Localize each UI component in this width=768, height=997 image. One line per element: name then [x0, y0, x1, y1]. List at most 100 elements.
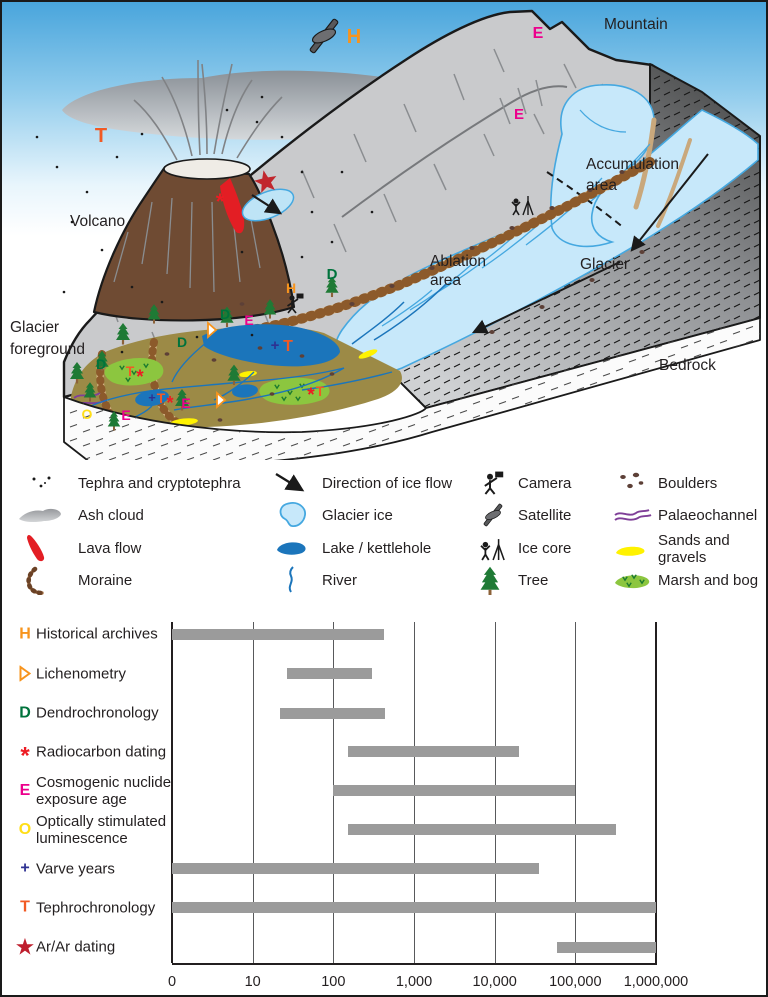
row-label: *Radiocarbon dating: [14, 743, 172, 768]
range-bar: [347, 746, 519, 757]
label-ablation-area: Ablation: [430, 253, 486, 270]
marker-O: O: [82, 406, 93, 422]
range-bar: [172, 863, 539, 874]
row-label: ★Ar/Ar dating: [14, 937, 172, 957]
range-bar: [280, 707, 386, 719]
gridline-10: [252, 622, 254, 963]
tephra-dots: [35, 95, 374, 354]
boulders-icon: [610, 470, 658, 496]
marker-E: E: [121, 407, 130, 423]
marker-T: T: [283, 338, 293, 355]
method-symbol: H: [19, 625, 31, 642]
marker-H: H: [347, 26, 361, 48]
lava-flow: [220, 178, 245, 234]
eruption-plume: [133, 59, 283, 161]
x-tick-label: 100,000: [549, 974, 602, 990]
sands-gravels-icon: [610, 536, 658, 562]
method-symbol: T: [20, 898, 30, 916]
marker-E: E: [533, 25, 544, 42]
marker-E: E: [181, 395, 190, 411]
marker-E: E: [514, 106, 524, 123]
glacial-landscape-illustration: Mountain Volcano Glacier foreground Accu…: [2, 2, 766, 460]
method-symbol: +: [20, 859, 30, 877]
legend-item-moraine: Moraine: [16, 564, 132, 596]
mountain-inner-ridge: [341, 85, 568, 218]
method-name: Ar/Ar dating: [36, 938, 116, 956]
ice-core-icon: [476, 533, 518, 563]
legend-item-boulders: Boulders: [610, 467, 717, 499]
marker-D: D: [220, 306, 230, 322]
method-symbol: E: [19, 781, 31, 799]
gridline-100,000: [575, 622, 577, 963]
camera-icon: [476, 468, 518, 498]
volcano-streaks: [113, 197, 261, 293]
x-tick-label: 100: [321, 974, 346, 990]
marker-D: D: [327, 266, 338, 283]
lava-flow-icon: [16, 533, 78, 563]
tephra-dots-icon: [16, 470, 78, 496]
volcano: [92, 59, 296, 322]
legend-item-lake: Lake / kettlehole: [270, 532, 431, 564]
lakes: [135, 324, 340, 407]
label-glacier-foreground-2: foreground: [10, 341, 85, 358]
label-glacier-foreground: Glacier: [10, 319, 59, 336]
x-tick-label: 10: [244, 974, 261, 990]
method-name: Lichenometry: [36, 665, 127, 682]
label-accumulation-area-2: area: [586, 177, 617, 194]
x-axis-line: [172, 963, 657, 965]
mountain-streaks: [109, 48, 613, 353]
lichenometry-flag-icon: [14, 665, 36, 682]
label-mountain: Mountain: [604, 16, 668, 33]
range-bar: [287, 668, 372, 679]
marker-+: +: [271, 337, 280, 354]
marker-E: E: [244, 312, 253, 328]
marker-T: T: [126, 363, 135, 379]
x-tick-label: 1,000: [395, 974, 433, 990]
marker-T: T: [95, 125, 107, 147]
legend-item-marsh: Marsh and bog: [610, 564, 758, 596]
method-name: Tephrochronology: [36, 899, 156, 916]
river-icon: [270, 565, 322, 595]
crater: [163, 158, 251, 180]
legend-item-lava-flow: Lava flow: [16, 532, 141, 564]
legend-item-sands: Sands and gravels: [610, 530, 760, 568]
plinth-block: [63, 317, 761, 460]
chart-plot-area: [171, 622, 657, 965]
method-name: Cosmogenic nuclide exposure age: [36, 773, 172, 808]
gridline-0: [171, 622, 173, 963]
gridline-1,000,000: [655, 622, 657, 963]
moraine-icon: [16, 565, 78, 595]
method-name: Optically stimulated luminescence: [36, 812, 167, 847]
marsh-bog-icon: [610, 566, 658, 594]
marker-T: T: [157, 390, 166, 406]
legend-item-ash-cloud: Ash cloud: [16, 499, 144, 531]
marker-D: D: [177, 334, 187, 350]
label-accumulation-area: Accumulation: [586, 156, 679, 173]
legend-item-ice-core: Ice core: [476, 532, 571, 564]
marker-D: D: [96, 356, 106, 372]
tree-icon: [476, 565, 518, 595]
range-bar: [347, 824, 617, 835]
range-bar: [333, 785, 576, 796]
ice-flow-arrows: [471, 153, 709, 334]
glacier-ice-icon: [270, 500, 322, 530]
row-label: Lichenometry: [14, 665, 172, 682]
row-label: E Cosmogenic nuclide exposure age: [14, 774, 172, 808]
row-label: +Varve years: [14, 860, 172, 877]
range-bar: [172, 902, 656, 913]
ash-cloud-icon: [16, 502, 78, 528]
lake-icon: [270, 535, 322, 561]
boulders: [164, 170, 645, 422]
legend-item-tephra: Tephra and cryptotephra: [16, 467, 241, 499]
satellite-icon: [476, 499, 518, 531]
ice-flow-arrow-icon: [270, 470, 322, 496]
marker-T: T: [316, 383, 325, 399]
method-symbol: O: [18, 820, 32, 838]
marker-*: *: [166, 393, 173, 413]
method-name: Radiocarbon dating: [36, 743, 167, 760]
palaeochannel-icon: [610, 502, 658, 528]
